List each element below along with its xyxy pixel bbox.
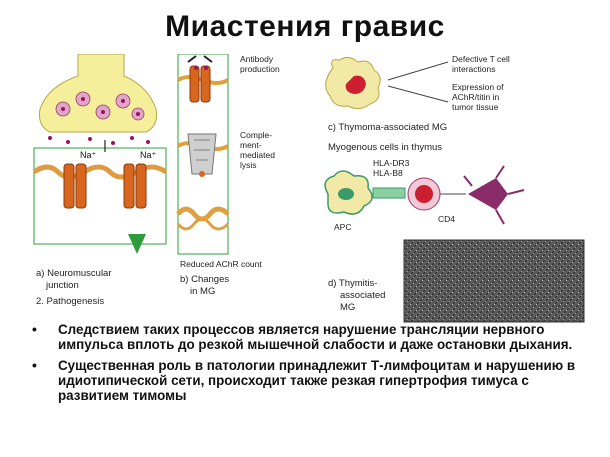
caption-c: c) Thymoma-associated MG [328, 122, 447, 133]
complement-label-4: lysis [240, 160, 257, 170]
caption-b-line2: in MG [190, 286, 215, 297]
bullet-list: • Следствием таких процессов является на… [30, 322, 590, 409]
endplate-box [33, 147, 167, 245]
bullet-marker: • [32, 357, 37, 373]
reduced-membrane [176, 206, 230, 231]
pathogenesis-figure: Na⁺ Na⁺ a) Neuromuscular junction 2. Pat… [28, 54, 588, 324]
expression-label-1: Expression of [452, 82, 504, 92]
ion-label-right: Na⁺ [140, 150, 157, 160]
panel-b-box [177, 54, 229, 255]
complement-lysis [176, 133, 230, 177]
caption-d-line2: associated [340, 290, 385, 301]
hla-b8-label: HLA-B8 [373, 168, 403, 178]
ion-label-left: Na⁺ [80, 150, 97, 160]
bullet-text: Существенная роль в патологии принадлежи… [58, 358, 576, 403]
pathogenesis-label: 2. Pathogenesis [36, 296, 104, 307]
antibody-label-2: production [240, 64, 280, 74]
myogenous-cell [440, 165, 525, 225]
arrow-defective [387, 61, 449, 81]
panel-d: d) Thymitis- associated MG [328, 239, 585, 323]
reduced-achr-label: Reduced AChR count [180, 259, 262, 269]
slide-title: Миастения гравис [165, 10, 445, 43]
achr-receptors [63, 163, 147, 209]
expression-label-2: AChR/titin in [452, 92, 500, 102]
synaptic-vesicles [55, 91, 145, 121]
thymoma-core [345, 75, 366, 94]
figure-svg: Na⁺ Na⁺ a) Neuromuscular junction 2. Pat… [32, 54, 585, 323]
released-ach [48, 136, 150, 145]
panel-c: Defective T cell interactions Expression… [324, 54, 525, 232]
defective-label-2: interactions [452, 64, 495, 74]
panel-b: Antibody production Comple- ment- mediat… [176, 54, 280, 297]
antibody-label-1: Antibody [240, 54, 274, 64]
bullet-text: Следствием таких процессов является нару… [58, 322, 573, 352]
arrow-expression [387, 85, 449, 103]
micrograph-image [403, 239, 585, 323]
complement-label-3: mediated [240, 150, 275, 160]
defective-label-1: Defective T cell [452, 54, 510, 64]
hla-connector [372, 187, 406, 199]
t-cell [407, 177, 441, 211]
caption-d-line3: MG [340, 302, 355, 313]
complement-label-2: ment- [240, 140, 262, 150]
complement-label-1: Comple- [240, 130, 272, 140]
expression-label-3: tumor tissue [452, 102, 499, 112]
caption-d-line1: d) Thymitis- [328, 278, 377, 289]
apc-cell [324, 170, 373, 215]
apc-label: APC [334, 222, 351, 232]
bullet-item: • Существенная роль в патологии принадле… [30, 357, 590, 404]
caption-b-line1: b) Changes [180, 274, 229, 285]
caption-a-line2: junction [45, 280, 79, 291]
myogenous-label: Myogenous cells in thymus [328, 142, 442, 153]
bullet-item: • Следствием таких процессов является на… [30, 321, 590, 353]
bullet-marker: • [32, 321, 37, 337]
receptor-with-antibody [176, 55, 230, 103]
hla-dr3-label: HLA-DR3 [373, 158, 410, 168]
panel-a: Na⁺ Na⁺ a) Neuromuscular junction 2. Pat… [32, 54, 168, 307]
cd4-label: CD4 [438, 214, 455, 224]
arrow-green [128, 234, 146, 254]
caption-a-line1: a) Neuromuscular [36, 268, 112, 279]
